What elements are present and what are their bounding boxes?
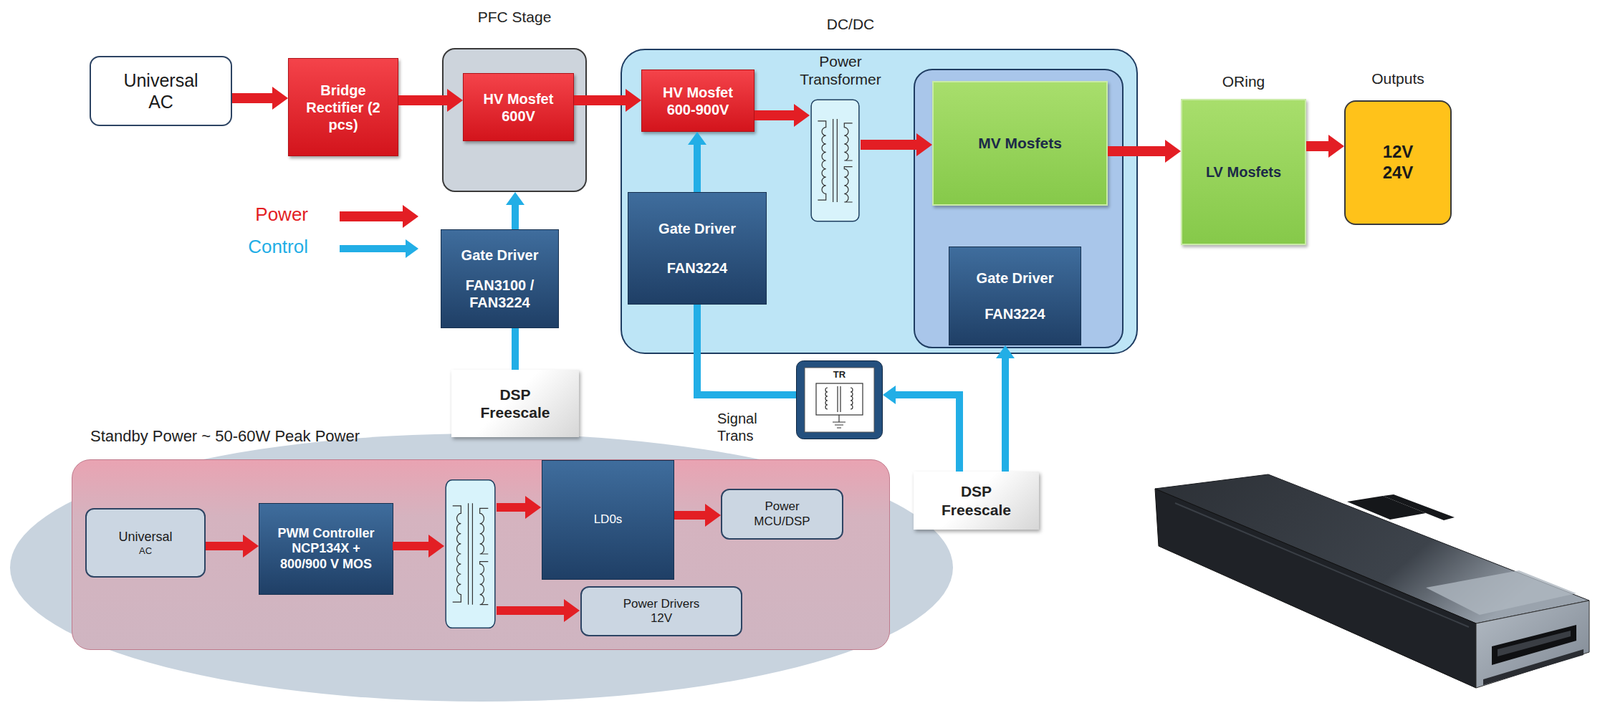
- legend-text: Power: [255, 203, 309, 225]
- label-holder: TR: [796, 369, 883, 381]
- power-arrow: [674, 510, 706, 520]
- transformer-symbol: Power Transformer: [809, 98, 861, 223]
- box-label: Bridge Rectifier (2 pcs): [303, 81, 384, 134]
- heading-holder: Signal Trans: [717, 409, 789, 445]
- box-label: MV Mosfets: [978, 133, 1062, 152]
- legend-row: Power: [200, 200, 309, 233]
- load-box: Power Drivers 12V: [580, 586, 743, 637]
- heading-holder: Power Transformer: [793, 52, 888, 89]
- box-label: Gate Driver: [976, 269, 1055, 287]
- group-heading: Signal Trans: [717, 409, 789, 445]
- power-arrow: [232, 93, 273, 104]
- legend-text: Control: [247, 235, 309, 258]
- power-arrow: [205, 541, 243, 551]
- power-arrow: [573, 95, 626, 106]
- control-arrow: [511, 328, 519, 370]
- output-box: Outputs12V 24V: [1344, 100, 1452, 225]
- power-arrow: [754, 110, 794, 121]
- driver-box: Gate DriverFAN3100 / FAN3224: [440, 229, 559, 329]
- power-arrow: [1306, 141, 1329, 152]
- driver-box: Gate DriverFAN3224: [627, 192, 767, 305]
- group-heading: Outputs: [1345, 69, 1451, 88]
- box-label: LV Mosfets: [1205, 163, 1282, 181]
- heading-holder: Outputs: [1345, 69, 1451, 88]
- box-label: AC: [139, 545, 152, 557]
- box-label: LD0s: [593, 512, 623, 527]
- power-supply-photo: [1155, 474, 1590, 688]
- legend: PowerControl: [200, 200, 309, 266]
- box-label: HV Mosfet 600-900V: [655, 83, 741, 119]
- signal-transformer-shape: [796, 361, 883, 440]
- mosfet-box: MV Mosfets: [932, 80, 1108, 206]
- heading-holder: Standby Power ~ 50-60W Peak Power: [90, 427, 420, 446]
- box-label: FAN3224: [984, 305, 1046, 323]
- mosfet-box: ORingLV Mosfets: [1180, 98, 1307, 246]
- input-box: UniversalAC: [85, 508, 206, 578]
- group-heading: DC/DC: [778, 15, 923, 33]
- box-label: HV Mosfet 600V: [476, 90, 562, 125]
- driver-box: Gate DriverFAN3224: [948, 246, 1082, 346]
- transformer-symbol: [445, 480, 496, 629]
- box-label: Power Drivers 12V: [614, 596, 708, 627]
- power-arrow: [860, 139, 917, 150]
- power-arrow: [496, 503, 526, 512]
- power-arrow: [1107, 146, 1166, 157]
- box-label: PWM Controller NCP134X + 800/900 V MOS: [274, 525, 378, 573]
- control-arrow: [693, 144, 701, 193]
- input-box: Universal AC: [89, 55, 233, 127]
- group-heading: Power Transformer: [793, 52, 888, 89]
- control-arrow: [895, 394, 960, 472]
- legend-sample: [339, 245, 406, 253]
- heading-holder: ORing: [1182, 72, 1305, 91]
- heading-holder: DC/DC: [778, 15, 923, 33]
- group-heading: ORing: [1182, 72, 1305, 91]
- standby-ellipse: [10, 433, 953, 702]
- legend-sample: [339, 211, 403, 222]
- signal-transformer: Signal TransTR: [796, 360, 883, 440]
- power-arrow: [496, 606, 564, 615]
- rectifier-box: Bridge Rectifier (2 pcs): [288, 58, 399, 157]
- load-box: Power MCU/DSP: [720, 488, 844, 540]
- transformer-symbol-art: [809, 98, 861, 223]
- control-arrow: [697, 304, 797, 395]
- control-arrow: [1001, 358, 1009, 472]
- box-label: Power MCU/DSP: [753, 499, 810, 529]
- controller-box: DSP Freescale: [913, 471, 1039, 530]
- controller-box: PWM Controller NCP134X + 800/900 V MOS: [258, 503, 394, 595]
- box-label: Universal AC: [123, 69, 198, 113]
- group-heading: PFC Stage: [443, 7, 586, 26]
- control-arrow: [511, 204, 519, 230]
- power-arrow: [392, 541, 429, 551]
- power-arrow: [398, 95, 448, 106]
- box-label: FAN3100 / FAN3224: [454, 276, 545, 311]
- part-label: TR: [796, 369, 883, 381]
- box-label: DSP Freescale: [941, 482, 1012, 519]
- box-label: Gate Driver: [658, 219, 736, 238]
- heading-holder: PFC Stage: [443, 7, 586, 26]
- box-label: Universal: [118, 529, 172, 546]
- transformer-symbol-shape: [811, 99, 860, 222]
- regulator-box: LD0s: [541, 460, 675, 580]
- box-label: DSP Freescale: [480, 385, 551, 422]
- stage-group: PFC StageHV Mosfet 600V: [442, 48, 587, 193]
- group-heading: Standby Power ~ 50-60W Peak Power: [90, 427, 420, 446]
- mosfet-box: HV Mosfet 600V: [462, 73, 574, 142]
- box-label: 12V 24V: [1382, 141, 1414, 184]
- box-label: FAN3224: [667, 259, 728, 277]
- legend-row: Control: [200, 232, 309, 266]
- controller-box: DSP Freescale: [451, 369, 579, 438]
- mosfet-box: HV Mosfet 600-900V: [641, 69, 755, 132]
- box-label: Gate Driver: [461, 246, 539, 264]
